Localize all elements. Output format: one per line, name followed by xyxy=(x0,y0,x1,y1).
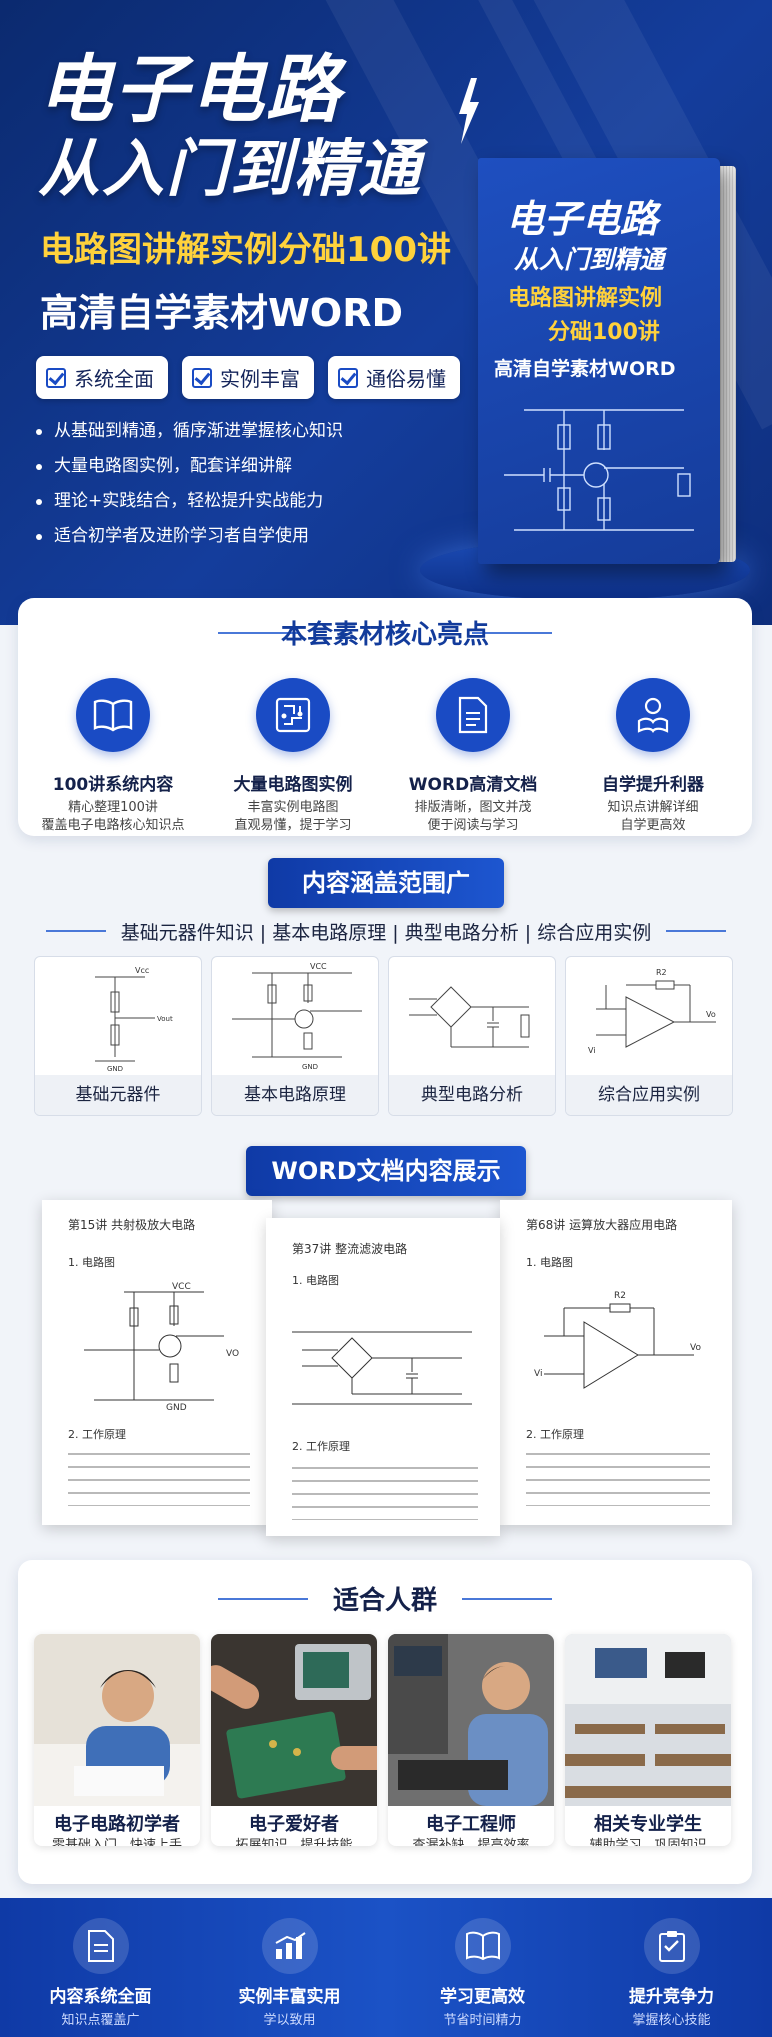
chip: 实例丰富 xyxy=(182,356,314,399)
classroom-photo xyxy=(565,1634,731,1806)
engineer-photo xyxy=(388,1634,554,1806)
audience-engineer: 电子工程师 查漏补缺，提高效率 xyxy=(388,1634,554,1846)
chart-icon xyxy=(261,1918,318,1974)
svg-text:Vo: Vo xyxy=(706,1010,716,1019)
highlights-title: 本套素材核心亮点 xyxy=(280,620,489,650)
hero-bullets: 从基础到精通，循序渐进掌握核心知识 大量电路图实例，配套详细讲解 理论+实践结合… xyxy=(36,414,343,554)
audience-student: 相关专业学生 辅助学习，巩固知识 xyxy=(565,1634,731,1846)
circuit-diagram-icon: VCC GND VO xyxy=(84,1282,239,1410)
svg-text:GND: GND xyxy=(302,1063,318,1071)
chip: 系统全面 xyxy=(36,356,168,399)
hero-subtitle: 从入门到精通 xyxy=(38,132,423,205)
benefit-efficient: 学习更高效 节省时间精力 xyxy=(386,1898,579,2028)
electronics-photo xyxy=(211,1634,377,1806)
svg-text:Vo: Vo xyxy=(690,1343,701,1353)
bullet-item: 理论+实践结合，轻松提升实战能力 xyxy=(36,484,343,519)
check-icon xyxy=(338,367,358,388)
document-icon xyxy=(436,678,510,752)
svg-text:GND: GND xyxy=(107,1065,123,1073)
benefit-comprehensive: 内容系统全面 知识点覆盖广 xyxy=(4,1898,197,2028)
hero-banner: 电子电路 从入门到精通 电路图讲解实例分础100讲 高清自学素材WORD 系统全… xyxy=(0,0,772,625)
chip: 通俗易懂 xyxy=(328,356,460,399)
book-pages xyxy=(718,166,736,562)
coverage-subtitle: 基础元器件知识 | 基本电路原理 | 典型电路分析 | 综合应用实例 xyxy=(120,922,652,944)
circuit-diagram-icon xyxy=(504,409,694,531)
svg-text:Vi: Vi xyxy=(588,1046,596,1055)
svg-text:Vcc: Vcc xyxy=(135,966,149,975)
clipboard-icon xyxy=(643,1918,700,1974)
circuit-diagram-icon: VCC GND xyxy=(232,962,362,1071)
book-cover: 电子电路 从入门到精通 电路图讲解实例 分础100讲 高清自学素材WORD xyxy=(478,158,720,564)
svg-text:R2: R2 xyxy=(614,1291,626,1301)
svg-text:R2: R2 xyxy=(656,968,667,977)
doc-page-37: 第37讲 整流滤波电路 1. 电路图 2. 工作原理 xyxy=(266,1218,500,1536)
audience-card: 适合人群 电子电路初学者 零基础入门，快速上手 电子爱好者 拓展知识，提升技能 … xyxy=(18,1560,752,1884)
check-icon xyxy=(46,367,66,388)
svg-text:Vi: Vi xyxy=(534,1369,542,1379)
benefit-competitive: 提升竞争力 掌握核心技能 xyxy=(575,1898,768,2028)
bullet-item: 大量电路图实例，配套详细讲解 xyxy=(36,449,343,484)
lightning-icon xyxy=(459,78,479,144)
svg-text:Vout: Vout xyxy=(157,1015,173,1023)
highlights-card: 本套素材核心亮点 100讲系统内容 精心整理100讲 覆盖电子电路核心知识点 大… xyxy=(18,598,752,836)
bullet-item: 适合初学者及进阶学习者自学使用 xyxy=(36,519,343,554)
feature-chips: 系统全面 实例丰富 通俗易懂 xyxy=(36,356,460,399)
student-photo xyxy=(34,1634,200,1806)
feature-circuit-examples: 大量电路图实例 丰富实例电路图 直观易懂，提于学习 xyxy=(208,678,378,835)
reader-icon xyxy=(616,678,690,752)
thumb-typical-circuits: 典型电路分析 xyxy=(388,956,556,1116)
check-icon xyxy=(192,367,212,388)
footer-benefits: 内容系统全面 知识点覆盖广 实例丰富实用 学以致用 学习更高效 节省时间精力 提… xyxy=(0,1898,772,2037)
svg-text:VCC: VCC xyxy=(172,1282,191,1292)
svg-text:GND: GND xyxy=(166,1403,187,1410)
benefit-practical: 实例丰富实用 学以致用 xyxy=(193,1898,386,2028)
svg-text:VO: VO xyxy=(226,1349,239,1359)
circuit-diagram-icon xyxy=(409,986,530,1048)
open-book-icon xyxy=(454,1918,511,1974)
docs-title: WORD文档内容展示 xyxy=(246,1146,526,1196)
svg-text:VCC: VCC xyxy=(310,962,327,971)
feature-self-study: 自学提升利器 知识点讲解详细 自学更高效 xyxy=(568,678,738,835)
book-icon xyxy=(76,678,150,752)
audience-hobbyist: 电子爱好者 拓展知识，提升技能 xyxy=(211,1634,377,1846)
hero-tagline: 电路图讲解实例分础100讲 xyxy=(40,230,451,270)
hero-title: 电子电路 xyxy=(38,47,342,133)
feature-100-lessons: 100讲系统内容 精心整理100讲 覆盖电子电路核心知识点 xyxy=(28,678,198,835)
hero-format: 高清自学素材WORD xyxy=(40,291,404,335)
circuit-board-icon xyxy=(256,678,330,752)
audience-title: 适合人群 xyxy=(332,1586,437,1616)
document-icon xyxy=(72,1918,129,1974)
audience-beginner: 电子电路初学者 零基础入门，快速上手 xyxy=(34,1634,200,1846)
bullet-item: 从基础到精通，循序渐进掌握核心知识 xyxy=(36,414,343,449)
coverage-title: 内容涵盖范围广 xyxy=(268,858,504,908)
feature-word-docs: WORD高清文档 排版清晰，图文并茂 便于阅读与学习 xyxy=(388,678,558,835)
circuit-diagram-icon xyxy=(292,1331,472,1405)
